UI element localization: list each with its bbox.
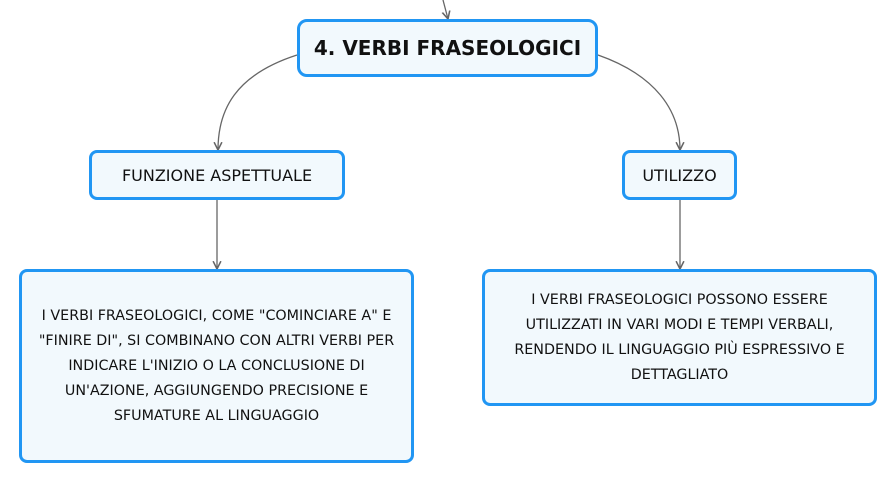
connector-root-funzione xyxy=(218,54,298,150)
detail-text: I VERBI FRASEOLOGICI, COME "COMINCIARE A… xyxy=(38,307,395,424)
connector-root-utilizzo xyxy=(597,54,680,150)
detail-text: I VERBI FRASEOLOGICI POSSONO ESSERE UTIL… xyxy=(514,291,845,383)
branch-label: UTILIZZO xyxy=(642,165,717,185)
root-topic-label: 4. VERBI FRASEOLOGICI xyxy=(313,36,582,60)
root-topic[interactable]: 4. VERBI FRASEOLOGICI xyxy=(297,19,598,77)
branch-funzione-aspettuale[interactable]: FUNZIONE ASPETTUALE xyxy=(89,150,345,200)
branch-utilizzo[interactable]: UTILIZZO xyxy=(622,150,737,200)
detail-utilizzo[interactable]: I VERBI FRASEOLOGICI POSSONO ESSERE UTIL… xyxy=(482,269,877,406)
parent-connector xyxy=(443,0,448,19)
detail-funzione-aspettuale[interactable]: I VERBI FRASEOLOGICI, COME "COMINCIARE A… xyxy=(19,269,414,463)
branch-label: FUNZIONE ASPETTUALE xyxy=(121,165,313,185)
